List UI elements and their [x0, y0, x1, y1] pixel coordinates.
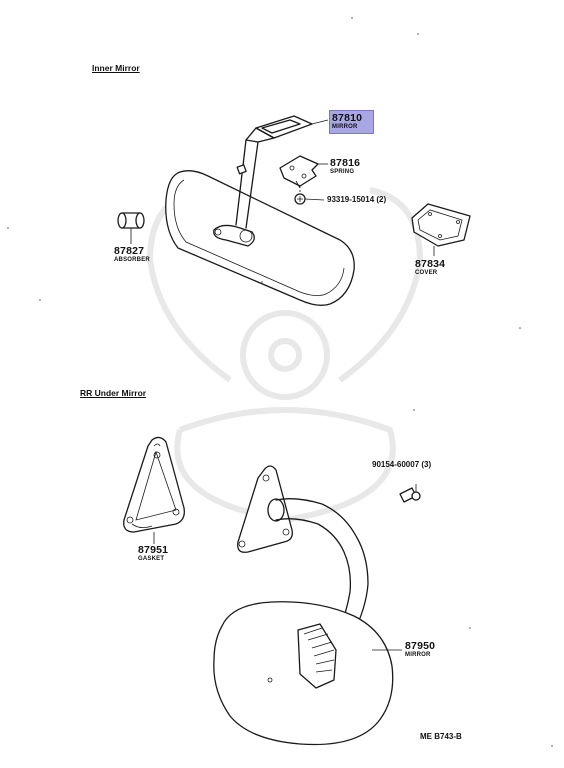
part-name-87827: ABSORBER: [114, 257, 150, 263]
rr-mirror-glass: [213, 601, 402, 746]
absorber: [117, 212, 145, 244]
inner-mirror-glass: [165, 170, 355, 306]
part-number-93319[interactable]: 93319-15014 (2): [327, 195, 387, 204]
part-number-87834[interactable]: 87834: [415, 258, 446, 270]
part-highlight: [329, 110, 374, 134]
part-number-87827[interactable]: 87827: [114, 245, 145, 257]
part-name-87816: SPRING: [330, 169, 355, 175]
part-name-87810: MIRROR: [332, 124, 358, 130]
screw-90154: [399, 484, 421, 503]
part-number-87816[interactable]: 87816: [330, 157, 361, 169]
gasket: [123, 436, 185, 544]
diagram-code: ME B743-B: [420, 732, 462, 741]
part-name-87951: GASKET: [138, 556, 165, 562]
spring-clip: [279, 155, 319, 189]
part-name-87834: COVER: [415, 270, 438, 276]
rr-mirror-arm: [275, 498, 369, 645]
leader-87810: [311, 119, 329, 125]
rr-mirror-bracket: [237, 465, 293, 553]
section-title-inner-mirror: Inner Mirror: [92, 63, 140, 73]
part-number-90154[interactable]: 90154-60007 (3): [372, 460, 432, 469]
part-number-87951[interactable]: 87951: [138, 544, 169, 556]
part-number-87950[interactable]: 87950: [405, 640, 436, 652]
section-title-rr-under-mirror: RR Under Mirror: [80, 388, 147, 398]
screw-93319: [294, 186, 325, 205]
part-name-87950: MIRROR: [405, 652, 431, 658]
scan-dots: [7, 17, 553, 747]
cover: [411, 203, 471, 256]
part-number-87810[interactable]: 87810: [332, 112, 363, 124]
